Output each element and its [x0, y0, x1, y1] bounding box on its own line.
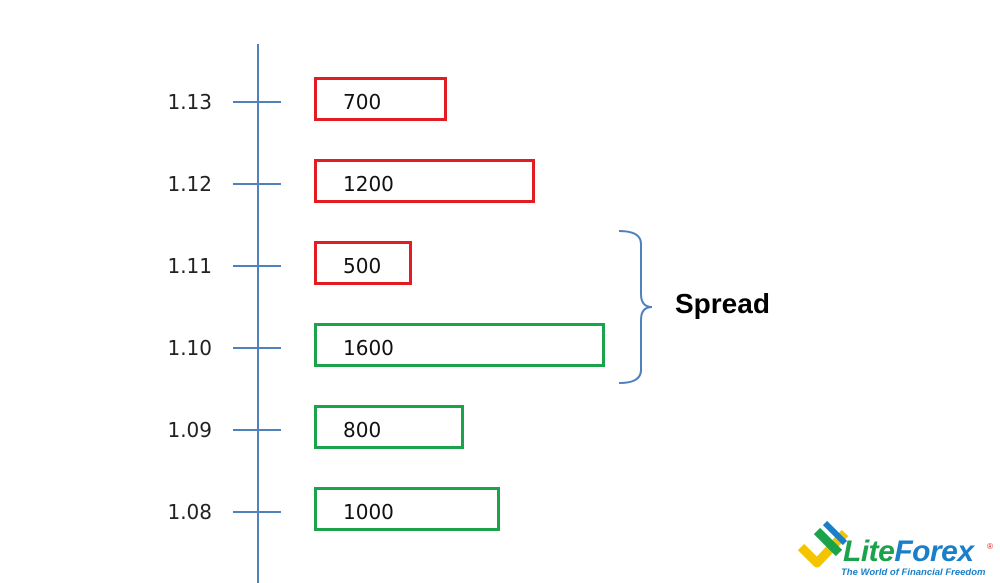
liteforex-logo: LiteForex ® The World of Financial Freed… [795, 515, 1000, 583]
volume-value: 1600 [343, 336, 394, 360]
axis-tick [233, 183, 281, 185]
axis-tick [233, 347, 281, 349]
volume-value: 500 [343, 254, 382, 278]
volume-value: 1000 [343, 500, 394, 524]
ask-volume-box: 500 [314, 241, 412, 285]
logo-registered-mark: ® [987, 542, 993, 551]
price-level-row: 1.13 700 [0, 77, 1000, 127]
price-axis-line [257, 44, 259, 583]
spread-brace-icon [618, 230, 653, 384]
price-level-row: 1.10 1600 [0, 323, 1000, 373]
axis-tick [233, 429, 281, 431]
price-label: 1.13 [167, 90, 212, 114]
axis-tick [233, 511, 281, 513]
price-label: 1.08 [167, 500, 212, 524]
price-level-row: 1.09 800 [0, 405, 1000, 455]
axis-tick [233, 265, 281, 267]
price-level-row: 1.08 1000 [0, 487, 1000, 537]
bid-volume-box: 1000 [314, 487, 500, 531]
price-label: 1.09 [167, 418, 212, 442]
logo-tagline: The World of Financial Freedom [841, 567, 986, 578]
logo-word-forex: Forex [894, 535, 974, 568]
price-level-row: 1.12 1200 [0, 159, 1000, 209]
liteforex-logo-icon [797, 520, 849, 568]
volume-value: 800 [343, 418, 382, 442]
price-label: 1.12 [167, 172, 212, 196]
ask-volume-box: 1200 [314, 159, 535, 203]
volume-value: 700 [343, 90, 382, 114]
axis-tick [233, 101, 281, 103]
logo-wordmark: LiteForex [843, 535, 974, 569]
price-label: 1.11 [167, 254, 212, 278]
price-label: 1.10 [167, 336, 212, 360]
ask-volume-box: 700 [314, 77, 447, 121]
volume-value: 1200 [343, 172, 394, 196]
logo-word-lite: Lite [843, 535, 895, 568]
spread-label: Spread [675, 288, 770, 319]
price-level-row: 1.11 500 [0, 241, 1000, 291]
bid-volume-box: 1600 [314, 323, 605, 367]
bid-volume-box: 800 [314, 405, 464, 449]
